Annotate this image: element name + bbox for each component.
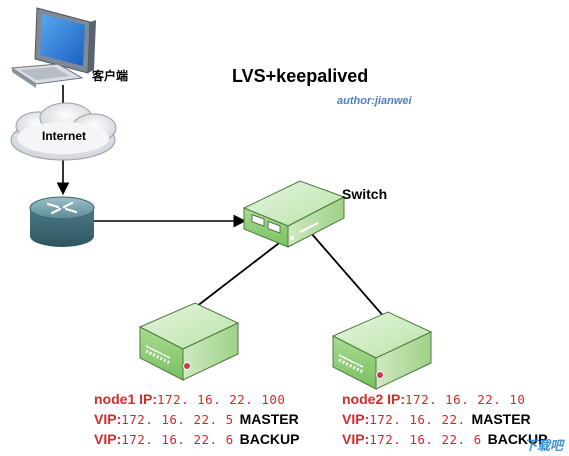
node1-server-icon [138,302,240,381]
node1-ip-key: node1 IP: [94,391,158,407]
node1-vip2-key: VIP: [94,431,122,447]
author-credit: author:jianwei [337,95,412,107]
desktop-computer-icon [10,7,96,88]
network-switch-icon [242,180,346,248]
client-label: 客户端 [92,69,129,83]
watermark: 下载吧 [523,438,563,453]
node2-vip2-value: 172. 16. 22. 6 [369,432,482,447]
internet-label: Internet [42,129,87,143]
node2-ip-key: node2 IP: [342,391,406,407]
node1-vip-master-row: VIP:172. 16. 22. 5 MASTER [94,409,299,429]
switch-to-node2-link [310,232,386,319]
node1-vip2-role: BACKUP [239,431,300,447]
node2-info: node2 IP:172. 16. 22. 10 VIP:172. 16. 22… [342,389,547,449]
node2-vip-master-row: VIP:172. 16. 22. MASTER [342,409,547,429]
node2-server-icon [331,311,433,390]
switch-label: Switch [342,186,388,202]
node2-vip2-key: VIP: [342,431,370,447]
node2-ip-row: node2 IP:172. 16. 22. 10 [342,389,547,409]
diagram-title: LVS+keepalived [232,66,369,86]
node1-vip-backup-row: VIP:172. 16. 22. 6 BACKUP [94,429,299,449]
node2-vip1-key: VIP: [342,411,370,427]
router-icon [29,196,95,247]
node1-vip1-role: MASTER [239,411,299,427]
node2-vip1-role: MASTER [471,411,531,427]
node2-vip2-role: BACKUP [487,431,548,447]
node1-ip-value: 172. 16. 22. 100 [157,392,286,407]
switch-to-node1-link [191,239,284,311]
node2-ip-value: 172. 16. 22. 10 [405,392,526,407]
node1-vip2-value: 172. 16. 22. 6 [121,432,234,447]
node1-vip1-key: VIP: [94,411,122,427]
node1-info: node1 IP:172. 16. 22. 100 VIP:172. 16. 2… [94,389,299,449]
node1-vip1-value: 172. 16. 22. 5 [121,412,234,427]
node2-vip1-value: 172. 16. 22. [369,412,466,427]
node2-vip-backup-row: VIP:172. 16. 22. 6 BACKUP [342,429,547,449]
cloud-icon [10,102,117,161]
node1-ip-row: node1 IP:172. 16. 22. 100 [94,389,299,409]
